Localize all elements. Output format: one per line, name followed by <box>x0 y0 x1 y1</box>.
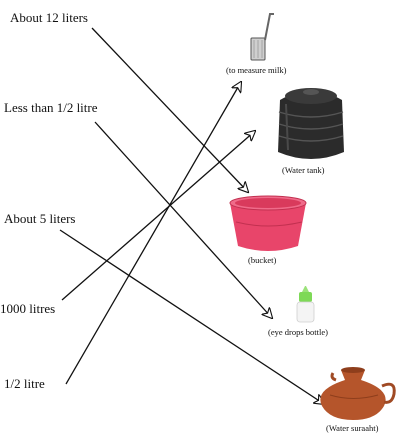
milk-measure-icon <box>250 13 274 61</box>
caption-water-suraahi: (Water suraaht) <box>326 423 379 433</box>
caption-bucket: (bucket) <box>248 255 277 265</box>
quantity-label-1000-litres: 1000 litres <box>0 301 56 316</box>
line-half-to-measure <box>65 82 241 385</box>
caption-water-tank: (Water tank) <box>282 165 325 175</box>
line-less-half-to-eye-drops <box>94 121 272 318</box>
quantity-label-less-than-half-litre: Less than 1/2 litre <box>4 100 98 115</box>
line-1000-to-tank <box>61 131 255 301</box>
caption-eye-drops-bottle: (eye drops bottle) <box>268 327 328 337</box>
quantity-label-about-12-liters: About 12 liters <box>10 10 88 25</box>
line-5-liters-to-suraahi <box>59 229 324 404</box>
caption-to-measure-milk: (to measure milk) <box>226 65 287 75</box>
eye-drops-bottle-icon <box>296 286 315 323</box>
bucket-icon <box>229 195 307 251</box>
water-tank-icon <box>278 88 344 159</box>
line-12-liters-to-bucket <box>91 27 248 192</box>
quantity-label-half-litre: 1/2 litre <box>4 376 45 391</box>
water-suraahi-icon <box>320 367 396 420</box>
match-lines <box>59 27 324 404</box>
quantity-label-about-5-liters: About 5 liters <box>4 211 76 226</box>
